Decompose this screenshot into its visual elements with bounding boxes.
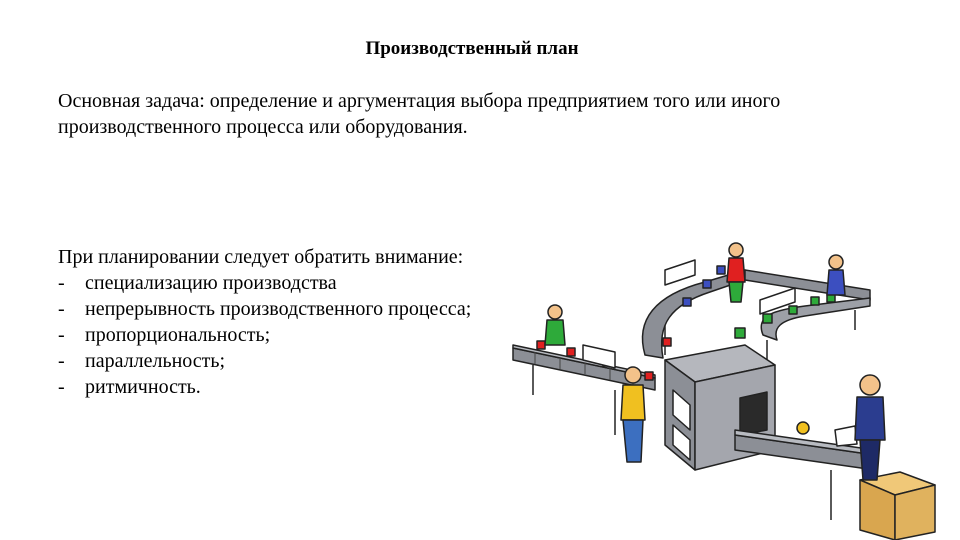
attention-heading: При планировании следует обратить вниман… [58, 246, 464, 268]
list-item: -параллельность; [58, 348, 578, 374]
list-item: -пропорциональность; [58, 322, 578, 348]
production-line-illustration [512, 242, 936, 540]
bullet-dash: - [58, 272, 65, 294]
bullet-dash: - [58, 376, 65, 398]
cardboard-box [859, 471, 936, 540]
bullet-dash: - [58, 298, 65, 320]
list-item-text: параллельность; [85, 350, 226, 372]
list-item: -непрерывность производственного процесс… [58, 296, 578, 322]
worker-right-blue [854, 374, 886, 481]
list-item-text: пропорциональность; [85, 324, 271, 346]
attention-list: -специализацию производства -непрерывнос… [58, 270, 578, 400]
task-paragraph: Основная задача: определение и аргумента… [58, 90, 781, 138]
list-item-text: непрерывность производственного процесса… [85, 298, 472, 320]
slide-title: Производственный план [365, 38, 579, 59]
worker-left-yellow [620, 366, 646, 463]
list-item-text: специализацию производства [85, 272, 337, 294]
list-item: -специализацию производства [58, 270, 578, 296]
list-item-text: ритмичность. [85, 376, 201, 398]
worker-green-shirt [544, 304, 566, 346]
bullet-dash: - [58, 324, 65, 346]
worker-top-right [826, 254, 846, 296]
bullet-dash: - [58, 350, 65, 372]
list-item: -ритмичность. [58, 374, 578, 400]
attention-block: При планировании следует обратить вниман… [58, 244, 578, 400]
worker-top-red [726, 242, 746, 303]
